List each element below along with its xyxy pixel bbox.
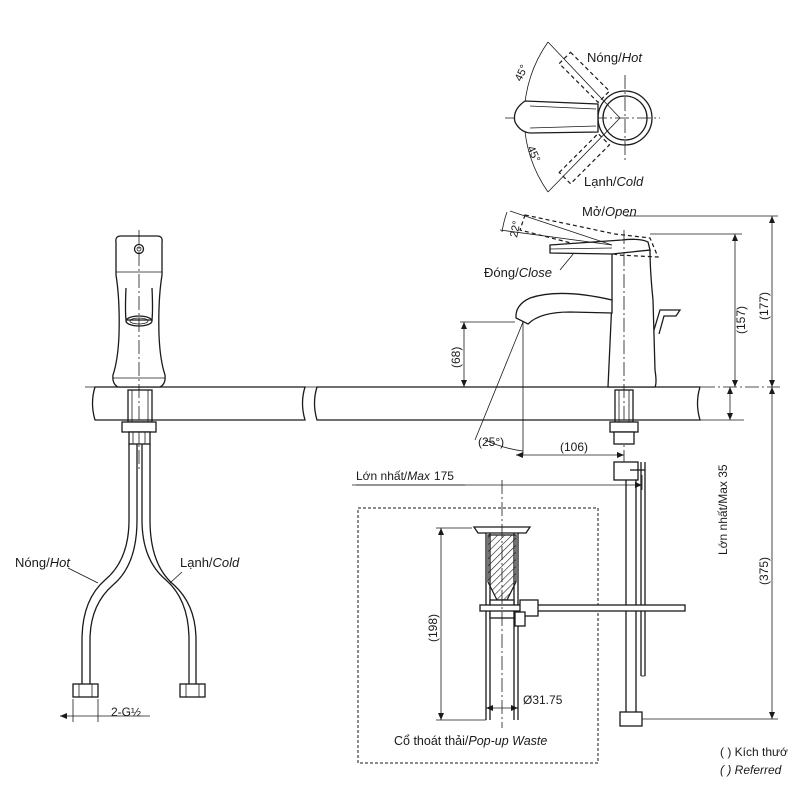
waste-length-dim: (198) — [426, 614, 440, 642]
lever-open-position — [519, 214, 659, 258]
spout-angle-label: (25°) — [478, 435, 504, 449]
height-157-dim: (157) — [734, 306, 748, 334]
reach-dim: (106) — [560, 440, 588, 454]
angle-hot-label: 45° — [513, 63, 531, 83]
angle-cold-label: 45° — [524, 144, 542, 164]
front-hot-label-vn: Nóng/ — [15, 555, 50, 570]
svg-text:Đóng/Close: Đóng/Close — [484, 265, 552, 280]
front-locknut — [121, 421, 157, 433]
close-label-en: Close — [519, 265, 552, 280]
front-faucet-body — [112, 235, 166, 388]
svg-text:Lạnh/Cold: Lạnh/Cold — [584, 174, 644, 189]
side-faucet-body — [607, 249, 657, 388]
lever-top — [513, 100, 599, 134]
popup-waste-detail: (198) Ø31.75 Cổ thoát thải/Pop-up Waste — [357, 480, 686, 764]
side-view: (25°) (68) (106) 22° Mở/Open Đóng/Close … — [352, 204, 778, 727]
top-view: Nóng/Hot Lạnh/Cold 45° 45° — [505, 41, 660, 193]
side-hose-nut — [619, 711, 643, 727]
max-175-label-vn: Lớn nhất/ — [356, 469, 408, 483]
waste-caption-en: Pop-up Waste — [468, 734, 547, 748]
waste-caption-vn: Cổ thoát thải/ — [394, 734, 469, 748]
cold-hose — [141, 444, 190, 684]
cold-label-en: Cold — [617, 174, 645, 189]
svg-text:Nóng/Hot: Nóng/Hot — [587, 50, 643, 65]
length-375-dim: (375) — [757, 557, 771, 585]
side-lever — [549, 238, 651, 255]
side-spout — [515, 292, 613, 325]
open-label-en: Open — [605, 204, 637, 219]
legend-line-1: ( ) Kích thướ — [720, 745, 788, 759]
cold-label-vn: Lạnh/ — [584, 174, 617, 189]
front-cold-label-en: Cold — [213, 555, 241, 570]
countertop — [85, 386, 780, 421]
max-175-value: 175 — [434, 469, 454, 483]
side-connector — [613, 461, 639, 481]
svg-text:Nóng/Hot: Nóng/Hot — [15, 555, 71, 570]
max-35-dim: Lớn nhất/Max 35 — [716, 464, 730, 555]
open-label-vn: Mở/ — [582, 204, 605, 219]
max-175-label-en: Max — [407, 469, 431, 483]
legend: ( ) Kích thướ ( ) Referred — [720, 745, 788, 777]
cold-hose-nut — [179, 683, 206, 698]
front-hot-label-en: Hot — [50, 555, 72, 570]
hot-hose-nut — [72, 683, 99, 698]
thread-size-label: 2-G½ — [111, 705, 141, 719]
waste-diameter-dim: Ø31.75 — [523, 693, 563, 707]
front-view: Nóng/Hot Lạnh/Cold 2-G½ — [15, 230, 240, 722]
waste-detail-frame — [357, 507, 599, 764]
height-177-dim: (177) — [757, 292, 771, 320]
close-label-vn: Đóng/ — [484, 265, 519, 280]
hot-label-en: Hot — [622, 50, 644, 65]
lever-angle-label: 22° — [508, 220, 523, 239]
legend-line-2: ( ) Referred — [720, 763, 782, 777]
svg-text:Lạnh/Cold: Lạnh/Cold — [180, 555, 240, 570]
front-cold-label-vn: Lạnh/ — [180, 555, 213, 570]
svg-text:Cổ thoát thải/Pop-up Waste: Cổ thoát thải/Pop-up Waste — [394, 734, 547, 748]
svg-text:Mở/Open: Mở/Open — [582, 204, 637, 219]
waste-pivot-rod — [479, 604, 686, 612]
hot-hose — [81, 444, 130, 684]
hot-label-vn: Nóng/ — [587, 50, 622, 65]
spout-height-dim: (68) — [449, 347, 463, 368]
